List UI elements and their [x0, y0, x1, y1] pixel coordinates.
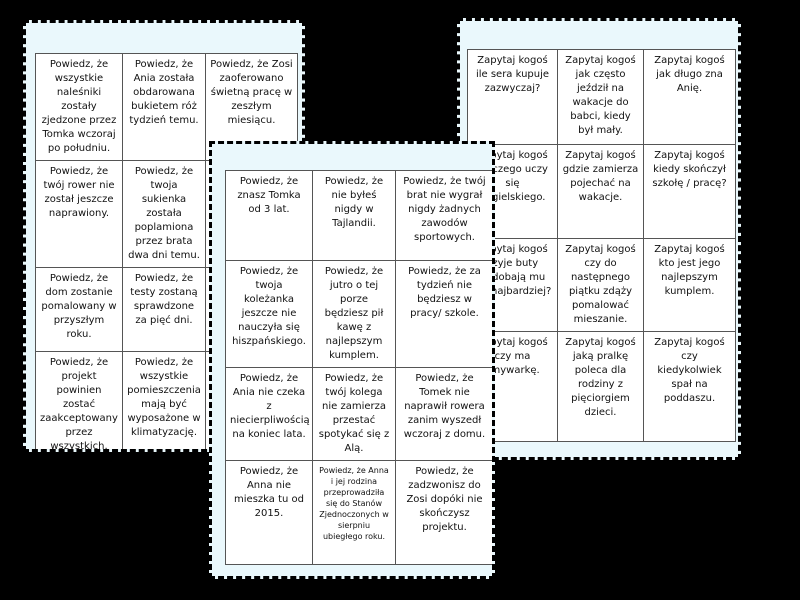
prompt-cell: Powiedz, że wszystkie naleśniki zostały … [35, 53, 123, 161]
prompt-cell: Powiedz, że dom zostanie pomalowany w pr… [35, 267, 123, 352]
prompt-cell: Powiedz, że twój brat nie wygrał nigdy ż… [395, 170, 492, 261]
prompt-cell: Powiedz, że znasz Tomka od 3 lat. [225, 170, 313, 261]
question-cell: Zapytaj kogoś jaką pralkę poleca dla rod… [557, 331, 644, 442]
question-cell: Zapytaj kogoś czy kiedykolwiek spał na p… [643, 331, 736, 442]
question-cell: Zapytaj kogoś gdzie zamierza pojechać na… [557, 144, 644, 239]
card-middle-table: Powiedz, że znasz Tomka od 3 lat. Powied… [225, 170, 492, 565]
question-cell: Zapytaj kogoś kto jest jego najlepszym k… [643, 238, 736, 332]
card-right-table: Zapytaj kogoś ile sera kupuje zazwyczaj?… [467, 49, 736, 442]
prompt-cell: Powiedz, że za tydzień nie będziesz w pr… [395, 260, 492, 368]
prompt-cell: Powiedz, że twoja sukienka została popla… [122, 160, 206, 268]
card-middle: Powiedz, że znasz Tomka od 3 lat. Powied… [209, 141, 495, 579]
question-cell: Zapytaj kogoś jak często jeździł na waka… [557, 49, 644, 145]
prompt-cell: Powiedz, że Tomek nie naprawił rowera za… [395, 367, 492, 461]
prompt-cell: Powiedz, że testy zostaną sprawdzone za … [122, 267, 206, 352]
card-right: Zapytaj kogoś ile sera kupuje zazwyczaj?… [457, 18, 741, 460]
prompt-cell: Powiedz, że Ania nie czeka z niecierpliw… [225, 367, 313, 461]
prompt-cell: Powiedz, że Anna i jej rodzina przeprowa… [312, 460, 396, 565]
question-cell: Zapytaj kogoś jak długo zna Anię. [643, 49, 736, 145]
prompt-cell: Powiedz, że twoja koleżanka jeszcze nie … [225, 260, 313, 368]
prompt-cell: Powiedz, że Anna nie mieszka tu od 2015. [225, 460, 313, 565]
prompt-cell: Powiedz, że wszystkie pomieszczenia mają… [122, 351, 206, 449]
question-cell: Zapytaj kogoś ile sera kupuje zazwyczaj? [467, 49, 558, 145]
prompt-cell: Powiedz, że nie byłeś nigdy w Tajlandii. [312, 170, 396, 261]
prompt-cell: Powiedz, że zadzwonisz do Zosi dopóki ni… [395, 460, 492, 565]
question-cell: Zapytaj kogoś czy do następnego piątku z… [557, 238, 644, 332]
prompt-cell: Powiedz, że Ania została obdarowana buki… [122, 53, 206, 161]
prompt-cell: Powiedz, że twój kolega nie zamierza prz… [312, 367, 396, 461]
prompt-cell: Powiedz, że projekt powinien zostać zaak… [35, 351, 123, 449]
prompt-cell: Powiedz, że jutro o tej porze będziesz p… [312, 260, 396, 368]
prompt-cell: Powiedz, że twój rower nie został jeszcz… [35, 160, 123, 268]
question-cell: Zapytaj kogoś kiedy skończył szkołę / pr… [643, 144, 736, 239]
